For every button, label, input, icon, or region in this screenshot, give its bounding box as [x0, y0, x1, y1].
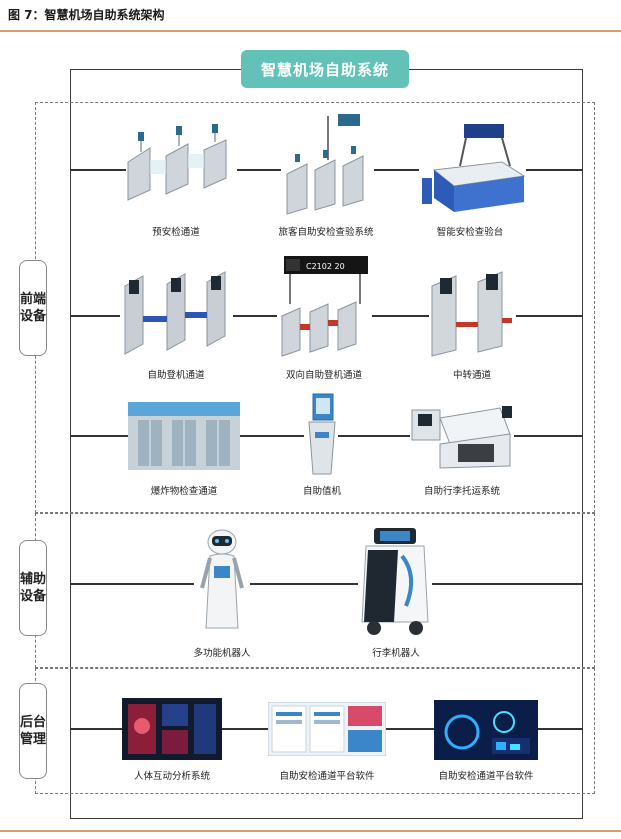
front-section-label: 前端设备: [19, 260, 47, 356]
caption-platform-software-1: 自助安检通道平台软件: [279, 771, 375, 782]
caption-passenger-security-check: 旅客自助安检查验系统: [278, 227, 374, 238]
caption-baggage-robot: 行李机器人: [372, 648, 420, 659]
connector-line: [237, 169, 281, 171]
platform-software-light-image: [268, 702, 386, 756]
caption-transfer-channel: 中转通道: [452, 370, 491, 381]
multifunction-robot-image: [200, 529, 244, 629]
caption-multifunction-robot: 多功能机器人: [193, 648, 251, 659]
baggage-robot-image: [361, 528, 429, 635]
caption-explosive-check: 爆炸物检查通道: [150, 486, 218, 497]
pre-security-gate-image: [127, 124, 227, 201]
self-baggage-drop-image: [411, 406, 512, 469]
bottom-rule: [0, 830, 621, 832]
flight-display-text: C2102 20: [306, 262, 345, 271]
smart-security-desk-image: [422, 124, 526, 212]
caption-self-baggage-drop: 自助行李托运系统: [423, 486, 500, 497]
interaction-analysis-screen-image: [122, 698, 222, 760]
connector-line: [526, 169, 583, 171]
connector-line: [250, 583, 358, 585]
backend-section-label: 后台管理: [19, 683, 47, 779]
aux-section-label: 辅助设备: [19, 540, 47, 636]
connector-line: [70, 435, 128, 437]
caption-interaction-analysis: 人体互动分析系统: [133, 771, 210, 782]
platform-software-dark-image: [434, 700, 538, 760]
connector-line: [338, 435, 410, 437]
connector-line: [240, 435, 304, 437]
two-way-boarding-gate-image: C2102 20: [281, 256, 368, 357]
connector-line: [374, 169, 419, 171]
self-boarding-gate-image: [124, 271, 226, 355]
caption-pre-security: 预安检通道: [152, 227, 200, 238]
caption-self-boarding: 自助登机通道: [147, 370, 205, 381]
connector-line: [70, 728, 122, 730]
connector-line: [538, 728, 583, 730]
caption-two-way-boarding: 双向自助登机通道: [285, 370, 362, 381]
connector-line: [70, 315, 120, 317]
top-rule: [0, 30, 621, 32]
connector-line: [516, 315, 583, 317]
self-check-in-kiosk-image: [308, 393, 336, 475]
connector-line: [70, 583, 194, 585]
figure-title: 图 7：智慧机场自助系统架构: [8, 8, 165, 22]
caption-platform-software-2: 自助安检通道平台软件: [438, 771, 534, 782]
connector-line: [222, 728, 268, 730]
connector-line: [514, 435, 583, 437]
passenger-security-check-image: [286, 114, 364, 215]
explosive-check-channel-image: [128, 402, 240, 470]
caption-self-check-in: 自助值机: [302, 486, 341, 497]
connector-line: [372, 315, 429, 317]
connector-line: [386, 728, 436, 730]
connector-line: [432, 583, 583, 585]
connector-line: [233, 315, 277, 317]
system-title: 智慧机场自助系统: [241, 50, 409, 88]
connector-line: [70, 169, 126, 171]
caption-smart-security-desk: 智能安检查验台: [436, 227, 504, 238]
transfer-channel-image: [431, 271, 512, 357]
aux-section: [35, 513, 595, 668]
